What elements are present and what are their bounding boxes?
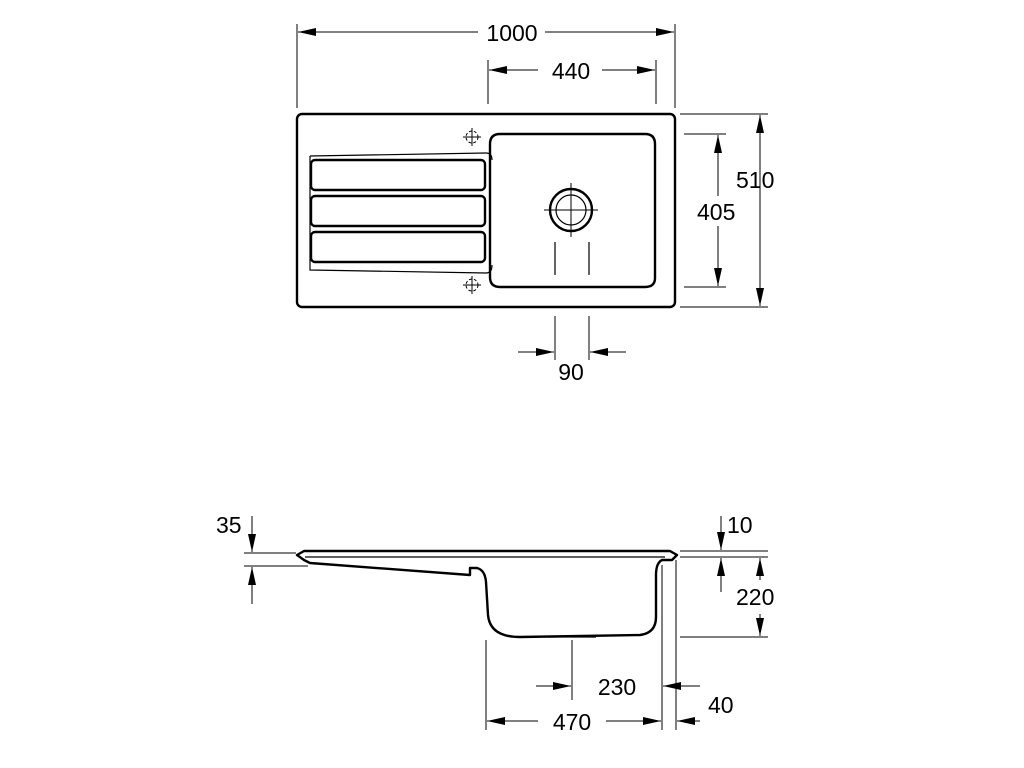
dim-label-drain-diameter: 90 (558, 359, 584, 385)
dim-bowl-width (487, 60, 657, 104)
dim-overall-depth (680, 113, 768, 308)
dim-label-drainer-depth: 35 (216, 512, 242, 538)
tap-hole-marker-top (463, 128, 481, 146)
dim-label-drain-offset: 230 (598, 674, 636, 700)
drain-outlet (544, 183, 598, 275)
drainer-rib-1 (309, 158, 487, 192)
tap-hole-marker-bottom (463, 276, 481, 294)
dim-label-overall-width: 1000 (486, 20, 537, 46)
drainer-rib-3 (309, 230, 487, 264)
dim-label-bowl-depth: 405 (697, 199, 735, 225)
dim-drainer-depth (244, 516, 308, 604)
dim-rim-overhang (677, 717, 700, 725)
sink-profile (295, 549, 679, 639)
dim-label-bowl-width: 440 (552, 58, 590, 84)
dim-drain-diameter (518, 316, 626, 360)
dim-bowl-depth (684, 133, 726, 288)
dim-label-bowl-length: 470 (553, 709, 591, 735)
dim-label-overall-depth: 510 (736, 167, 774, 193)
dim-label-rim-height: 10 (727, 512, 753, 538)
bowl-outline (488, 132, 657, 289)
drainer-channel (309, 152, 493, 274)
plan-view: 1000 440 510 405 (295, 20, 774, 385)
dim-rim-height (680, 516, 768, 592)
dim-drain-offset (536, 682, 700, 690)
dim-label-bowl-height: 220 (736, 584, 774, 610)
section-view: 35 10 220 (216, 512, 774, 735)
dim-overall-width (296, 24, 676, 108)
dim-label-rim-overhang: 40 (708, 692, 734, 718)
dim-bowl-length (487, 717, 661, 725)
drainer-rib-2 (309, 194, 487, 228)
sink-outline (295, 112, 677, 309)
dim-bowl-height (680, 558, 768, 638)
